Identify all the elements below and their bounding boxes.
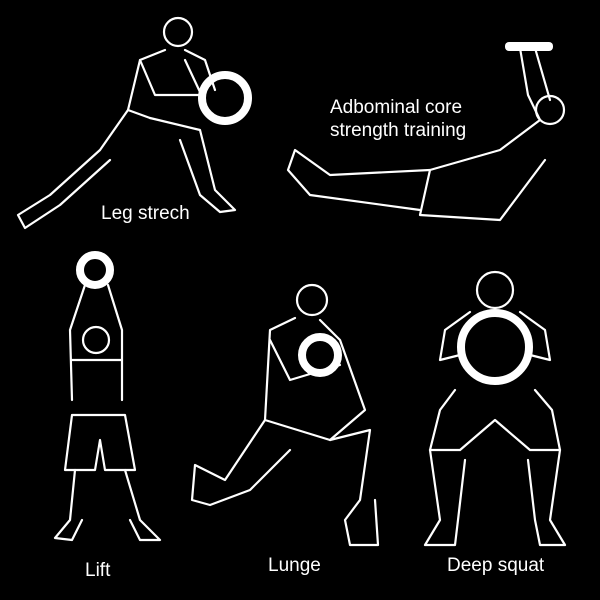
figure-lift [53, 283, 162, 542]
label-abdominal-line2: strength training [330, 120, 467, 141]
ring-deep-squat [457, 309, 533, 385]
ring-lunge [298, 333, 342, 377]
label-leg-stretch: Leg strech [101, 203, 190, 224]
label-deep-squat: Deep squat [447, 555, 545, 576]
bar-abdominal [505, 42, 553, 51]
label-lift: Lift [85, 560, 111, 581]
figure-deep-squat [423, 270, 567, 547]
ring-leg-stretch [198, 71, 252, 125]
figure-lunge [190, 283, 380, 547]
ring-lift [76, 251, 114, 289]
label-lunge: Lunge [268, 555, 321, 576]
figure-abdominal [286, 46, 566, 222]
figure-leg-stretch [16, 16, 237, 230]
label-abdominal-line1: Adbominal core [330, 97, 463, 118]
